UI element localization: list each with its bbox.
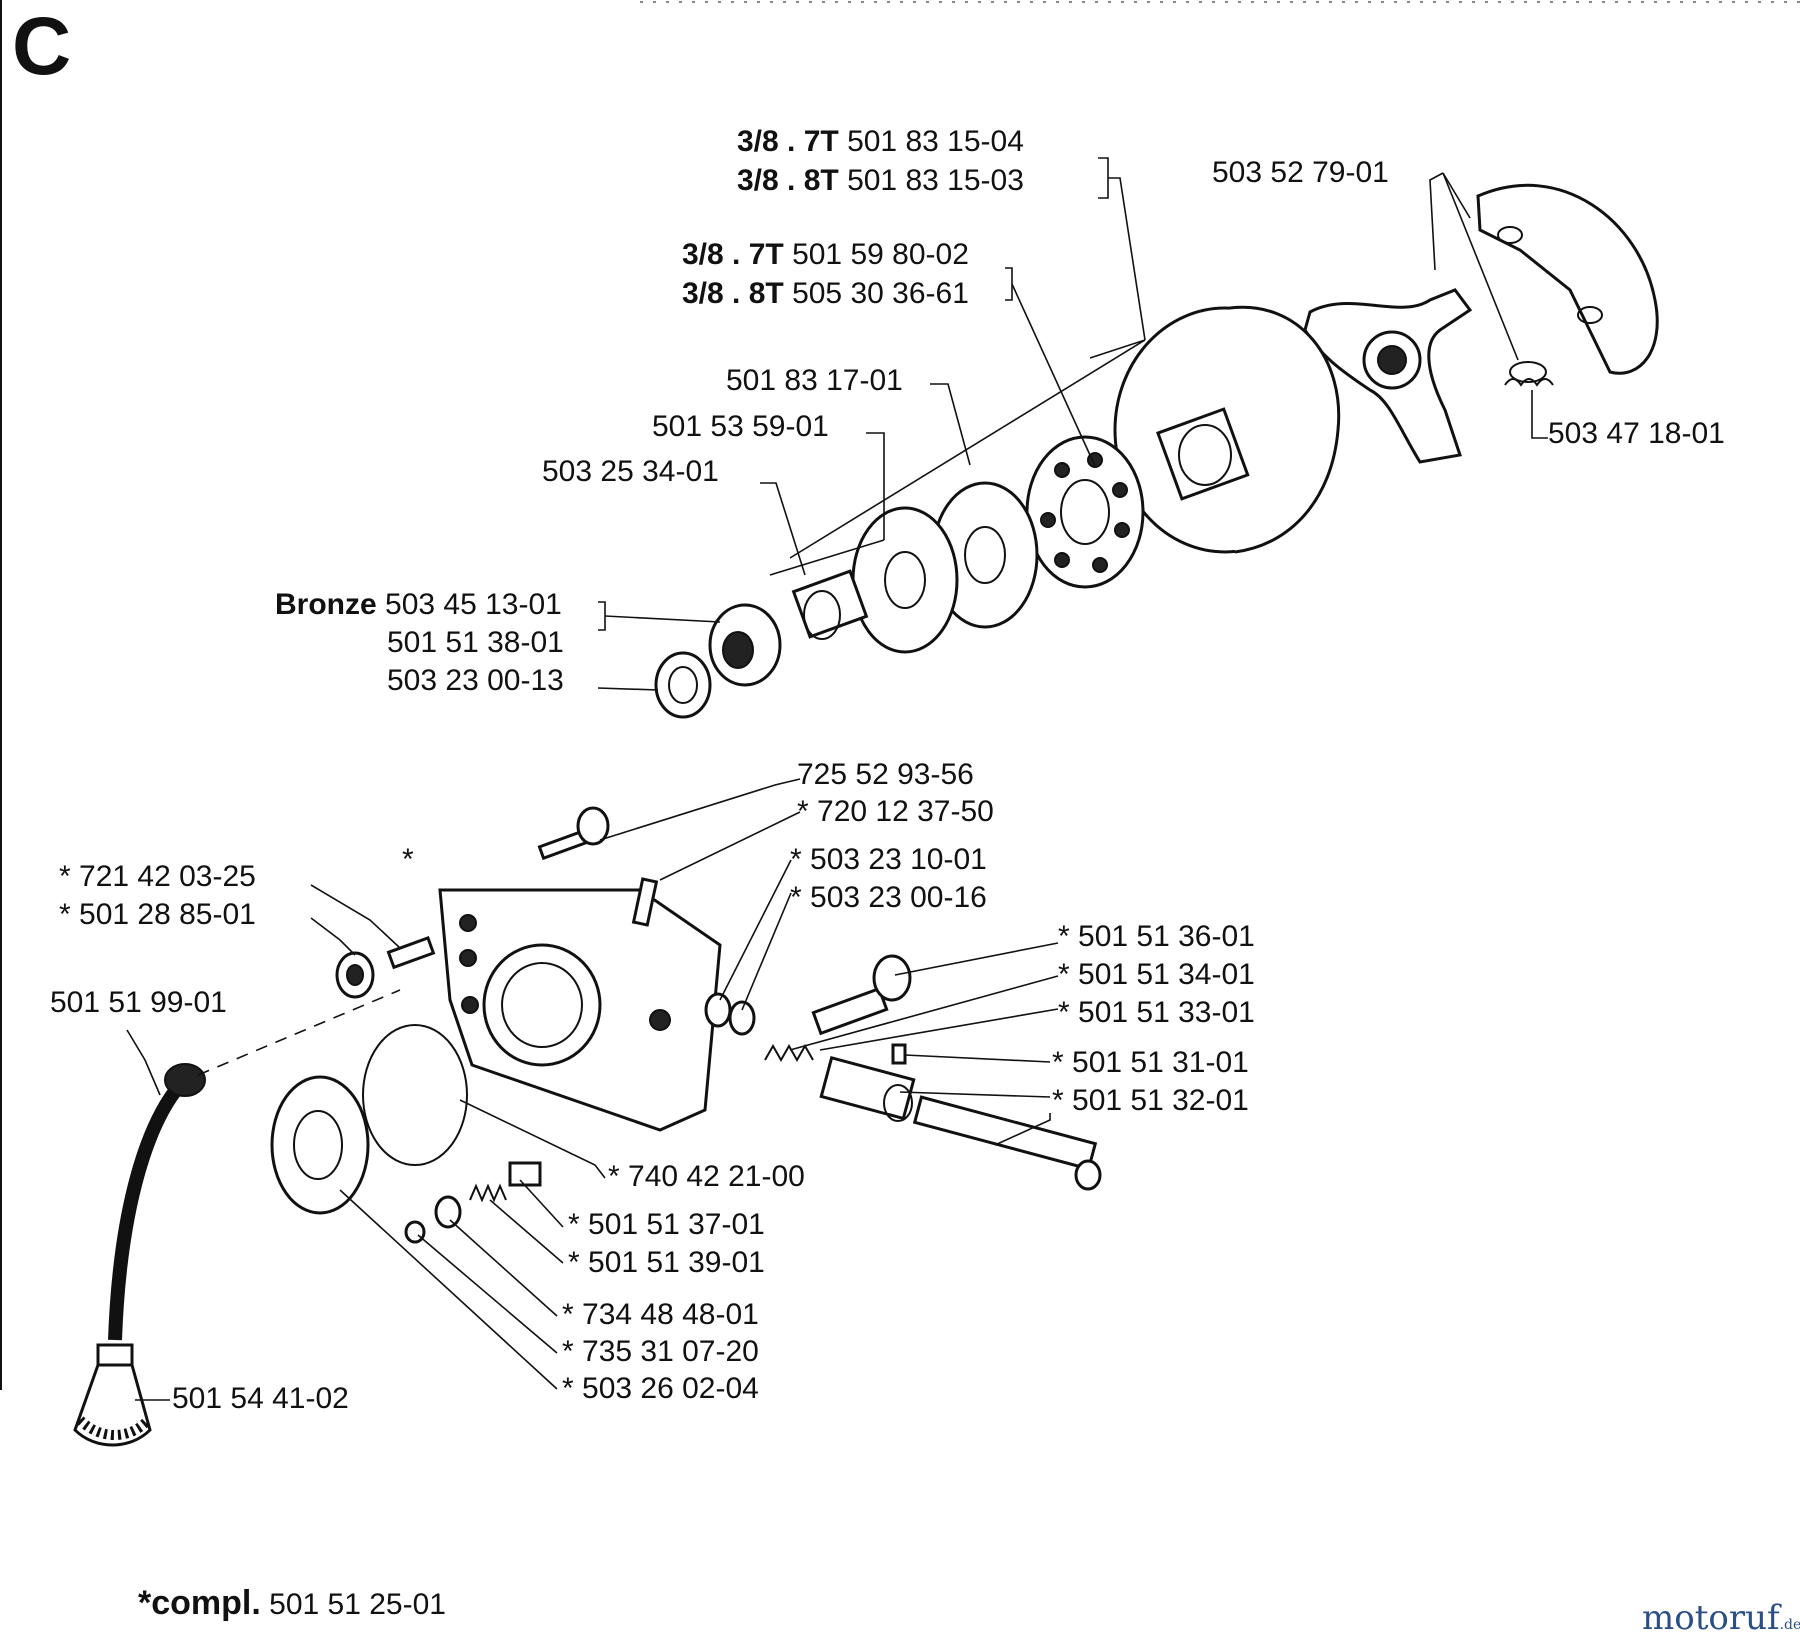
ring-shape	[654, 651, 712, 719]
small-pin-shape	[386, 936, 436, 970]
spring-a-shape	[764, 1043, 814, 1063]
washer-f-shape	[434, 1195, 462, 1229]
label-clutch-shoe: 503 52 79-01	[1212, 156, 1389, 189]
small-seal-shape	[335, 951, 375, 999]
label-spring-a: * 501 51 34-01	[1058, 958, 1255, 991]
pin-shape	[631, 877, 659, 927]
label-washer-c: * 503 23 10-01	[790, 843, 987, 876]
pump-housing-shape	[819, 1055, 916, 1122]
spring-b-shape	[469, 1183, 507, 1203]
bushing-shape	[708, 603, 782, 687]
label-needle-bearing: 503 25 34-01	[542, 455, 719, 488]
pump-piston-shape	[912, 1095, 1102, 1191]
label-oil-hose: 501 51 99-01	[50, 986, 227, 1019]
label-washer-a: 501 83 17-01	[726, 364, 903, 397]
o-ring-shape	[362, 1024, 468, 1166]
adjust-screw-shape	[811, 954, 912, 1036]
washer-d-shape	[728, 1000, 756, 1036]
label-sprocket-8t: 3/8 . 8T 501 83 15-03	[737, 164, 1024, 197]
seal-shape	[270, 1075, 370, 1215]
label-pin-b: * 501 51 31-01	[1052, 1046, 1249, 1079]
clutch-housing-shape	[1476, 183, 1659, 375]
screw-shape	[537, 806, 610, 861]
label-pin-a: * 720 12 37-50	[797, 795, 994, 828]
label-seal-b: * 501 28 85-01	[59, 898, 256, 931]
label-spring-b: * 501 51 39-01	[568, 1246, 765, 1279]
label-o-ring: * 740 42 21-00	[608, 1160, 805, 1193]
label-asterisk: *	[402, 843, 414, 876]
label-adjust-screw: * 501 51 36-01	[1058, 920, 1255, 953]
label-pump-piston: * 501 51 32-01	[1052, 1084, 1249, 1117]
needle-bearing-shape	[791, 569, 869, 640]
label-bushing: 501 51 38-01	[387, 626, 564, 659]
oil-filter-shape	[73, 1343, 152, 1447]
label-circlip: * 735 31 07-20	[562, 1335, 759, 1368]
section-letter: C	[12, 1, 72, 92]
label-washer-f: * 734 48 48-01	[562, 1298, 759, 1331]
label-washer-d: * 503 23 00-16	[790, 881, 987, 914]
watermark-logo: motoruf.de	[1642, 1598, 1800, 1638]
label-washer-b: 501 53 59-01	[652, 410, 829, 443]
pin-b-shape	[891, 1043, 907, 1065]
clutch-spring-shape	[1504, 361, 1554, 387]
rim-sprocket-shape	[1025, 435, 1145, 589]
label-filter: 501 54 41-02	[172, 1382, 349, 1415]
label-washer-e: * 501 51 33-01	[1058, 996, 1255, 1029]
label-clutch-spring: 503 47 18-01	[1548, 417, 1725, 450]
label-rim-7t: 3/8 . 7T 501 59 80-02	[682, 238, 969, 271]
label-seal-a: * 721 42 03-25	[59, 860, 256, 893]
label-complete-assembly: *compl. 501 51 25-01	[138, 1584, 446, 1622]
washer-c-shape	[704, 992, 732, 1028]
clutch-drum-shape	[1113, 305, 1341, 554]
label-sprocket-7t: 3/8 . 7T 501 83 15-04	[737, 125, 1024, 158]
plate-shape	[508, 1161, 542, 1187]
oil-hose-shape	[108, 1063, 206, 1341]
label-ring: 503 23 00-13	[387, 664, 564, 697]
circlip-shape	[404, 1220, 426, 1244]
label-rim-8t: 3/8 . 8T 505 30 36-61	[682, 277, 969, 310]
clutch-cover-plate-shape	[438, 888, 722, 1132]
label-seal-c: * 503 26 02-04	[562, 1372, 759, 1405]
label-bronze-bushing: Bronze 503 45 13-01	[275, 588, 562, 621]
label-screw: 725 52 93-56	[797, 758, 974, 791]
label-plate: * 501 51 37-01	[568, 1208, 765, 1241]
washer-b-shape	[851, 506, 959, 654]
clutch-shoe-shape	[1303, 288, 1473, 464]
